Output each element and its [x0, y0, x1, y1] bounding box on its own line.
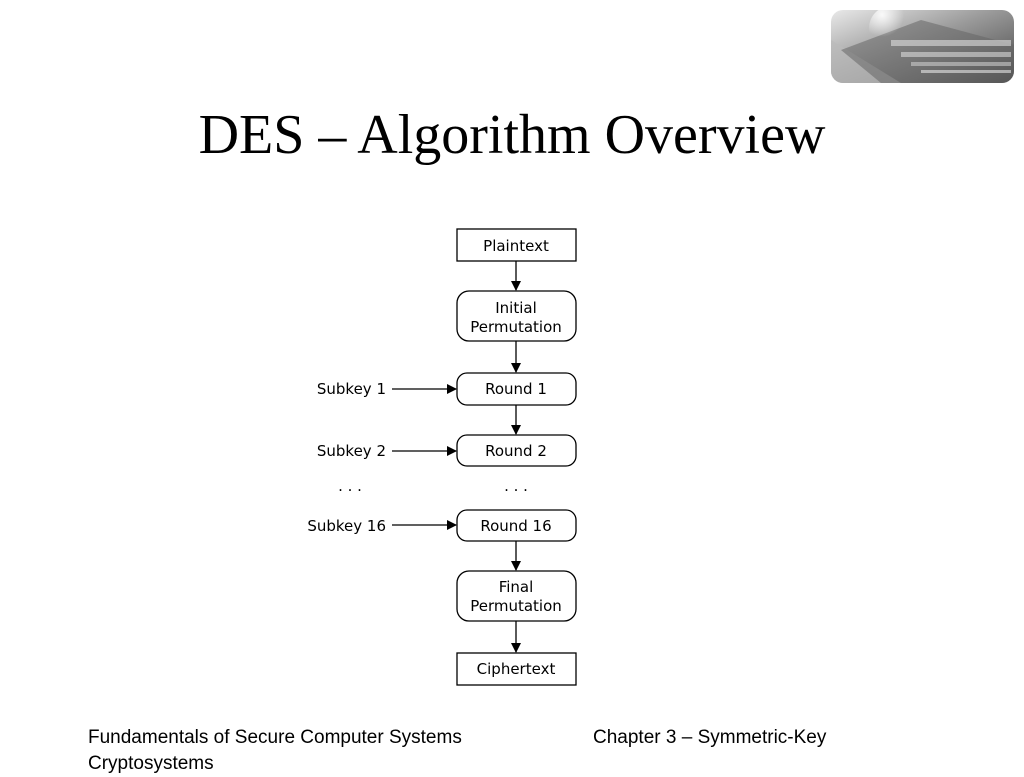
plaintext-box: Plaintext: [456, 228, 577, 262]
des-flow-diagram: Plaintext Initial Permutation Round 1 Su…: [296, 220, 596, 690]
subkey1-label: Subkey 1: [317, 380, 386, 398]
subkey2-label: Subkey 2: [317, 442, 386, 460]
ciphertext-label: Ciphertext: [477, 660, 556, 678]
final-permutation-label-line1: Final: [499, 578, 534, 596]
final-permutation-box: Final Permutation: [456, 570, 577, 622]
header-logo-image: [831, 10, 1014, 83]
footer-course: Fundamentals of Secure Computer Systems: [88, 727, 462, 748]
footer-continued: Cryptosystems: [88, 753, 214, 774]
ellipsis-subkeys: . . .: [338, 477, 362, 495]
round16-box: Round 16: [456, 509, 577, 542]
initial-permutation-box: Initial Permutation: [456, 290, 577, 342]
slide-footer: Fundamentals of Secure Computer Systems …: [88, 725, 948, 777]
round2-label: Round 2: [485, 442, 547, 460]
subkey16-label: Subkey 16: [307, 517, 386, 535]
round2-box: Round 2: [456, 434, 577, 467]
ellipsis-rounds: . . .: [504, 477, 528, 495]
final-permutation-label-line2: Permutation: [470, 597, 562, 615]
initial-permutation-label-line2: Permutation: [470, 318, 562, 336]
ciphertext-box: Ciphertext: [456, 652, 577, 686]
round1-label: Round 1: [485, 380, 547, 398]
round16-label: Round 16: [480, 517, 551, 535]
plaintext-label: Plaintext: [483, 237, 549, 255]
round1-box: Round 1: [456, 372, 577, 406]
slide-title: DES – Algorithm Overview: [198, 104, 826, 166]
footer-chapter: Chapter 3 – Symmetric-Key: [593, 727, 827, 748]
initial-permutation-label-line1: Initial: [495, 299, 537, 317]
